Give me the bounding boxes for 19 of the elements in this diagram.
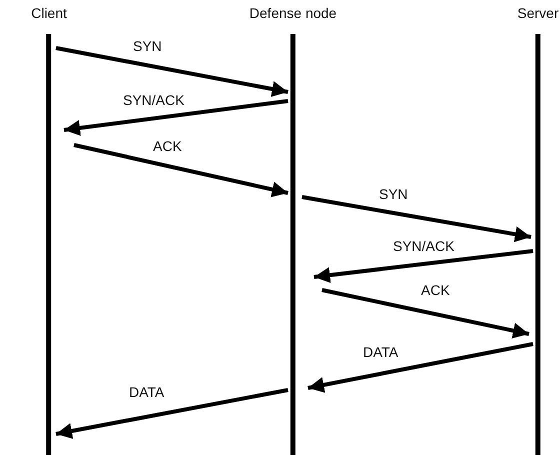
arrow bbox=[56, 388, 288, 439]
lifeline-title: Defense node bbox=[249, 4, 337, 22]
arrow bbox=[322, 288, 530, 338]
edge-label: SYN/ACK bbox=[122, 92, 186, 108]
edge-label: ACK bbox=[420, 282, 451, 298]
lifeline-title: Server bbox=[517, 4, 559, 22]
arrow bbox=[64, 99, 288, 136]
edge-label: SYN bbox=[378, 186, 409, 202]
edge-label: DATA bbox=[128, 384, 166, 400]
lifeline-title: Client bbox=[31, 4, 67, 22]
arrow bbox=[74, 143, 288, 198]
arrow bbox=[56, 46, 288, 97]
arrow bbox=[314, 249, 534, 284]
edge-label: ACK bbox=[152, 138, 183, 154]
edge-label: DATA bbox=[362, 344, 400, 360]
arrow bbox=[302, 195, 532, 242]
edge-label: SYN/ACK bbox=[392, 238, 456, 254]
arrow bbox=[308, 342, 534, 393]
edge-label: SYN bbox=[132, 38, 163, 54]
